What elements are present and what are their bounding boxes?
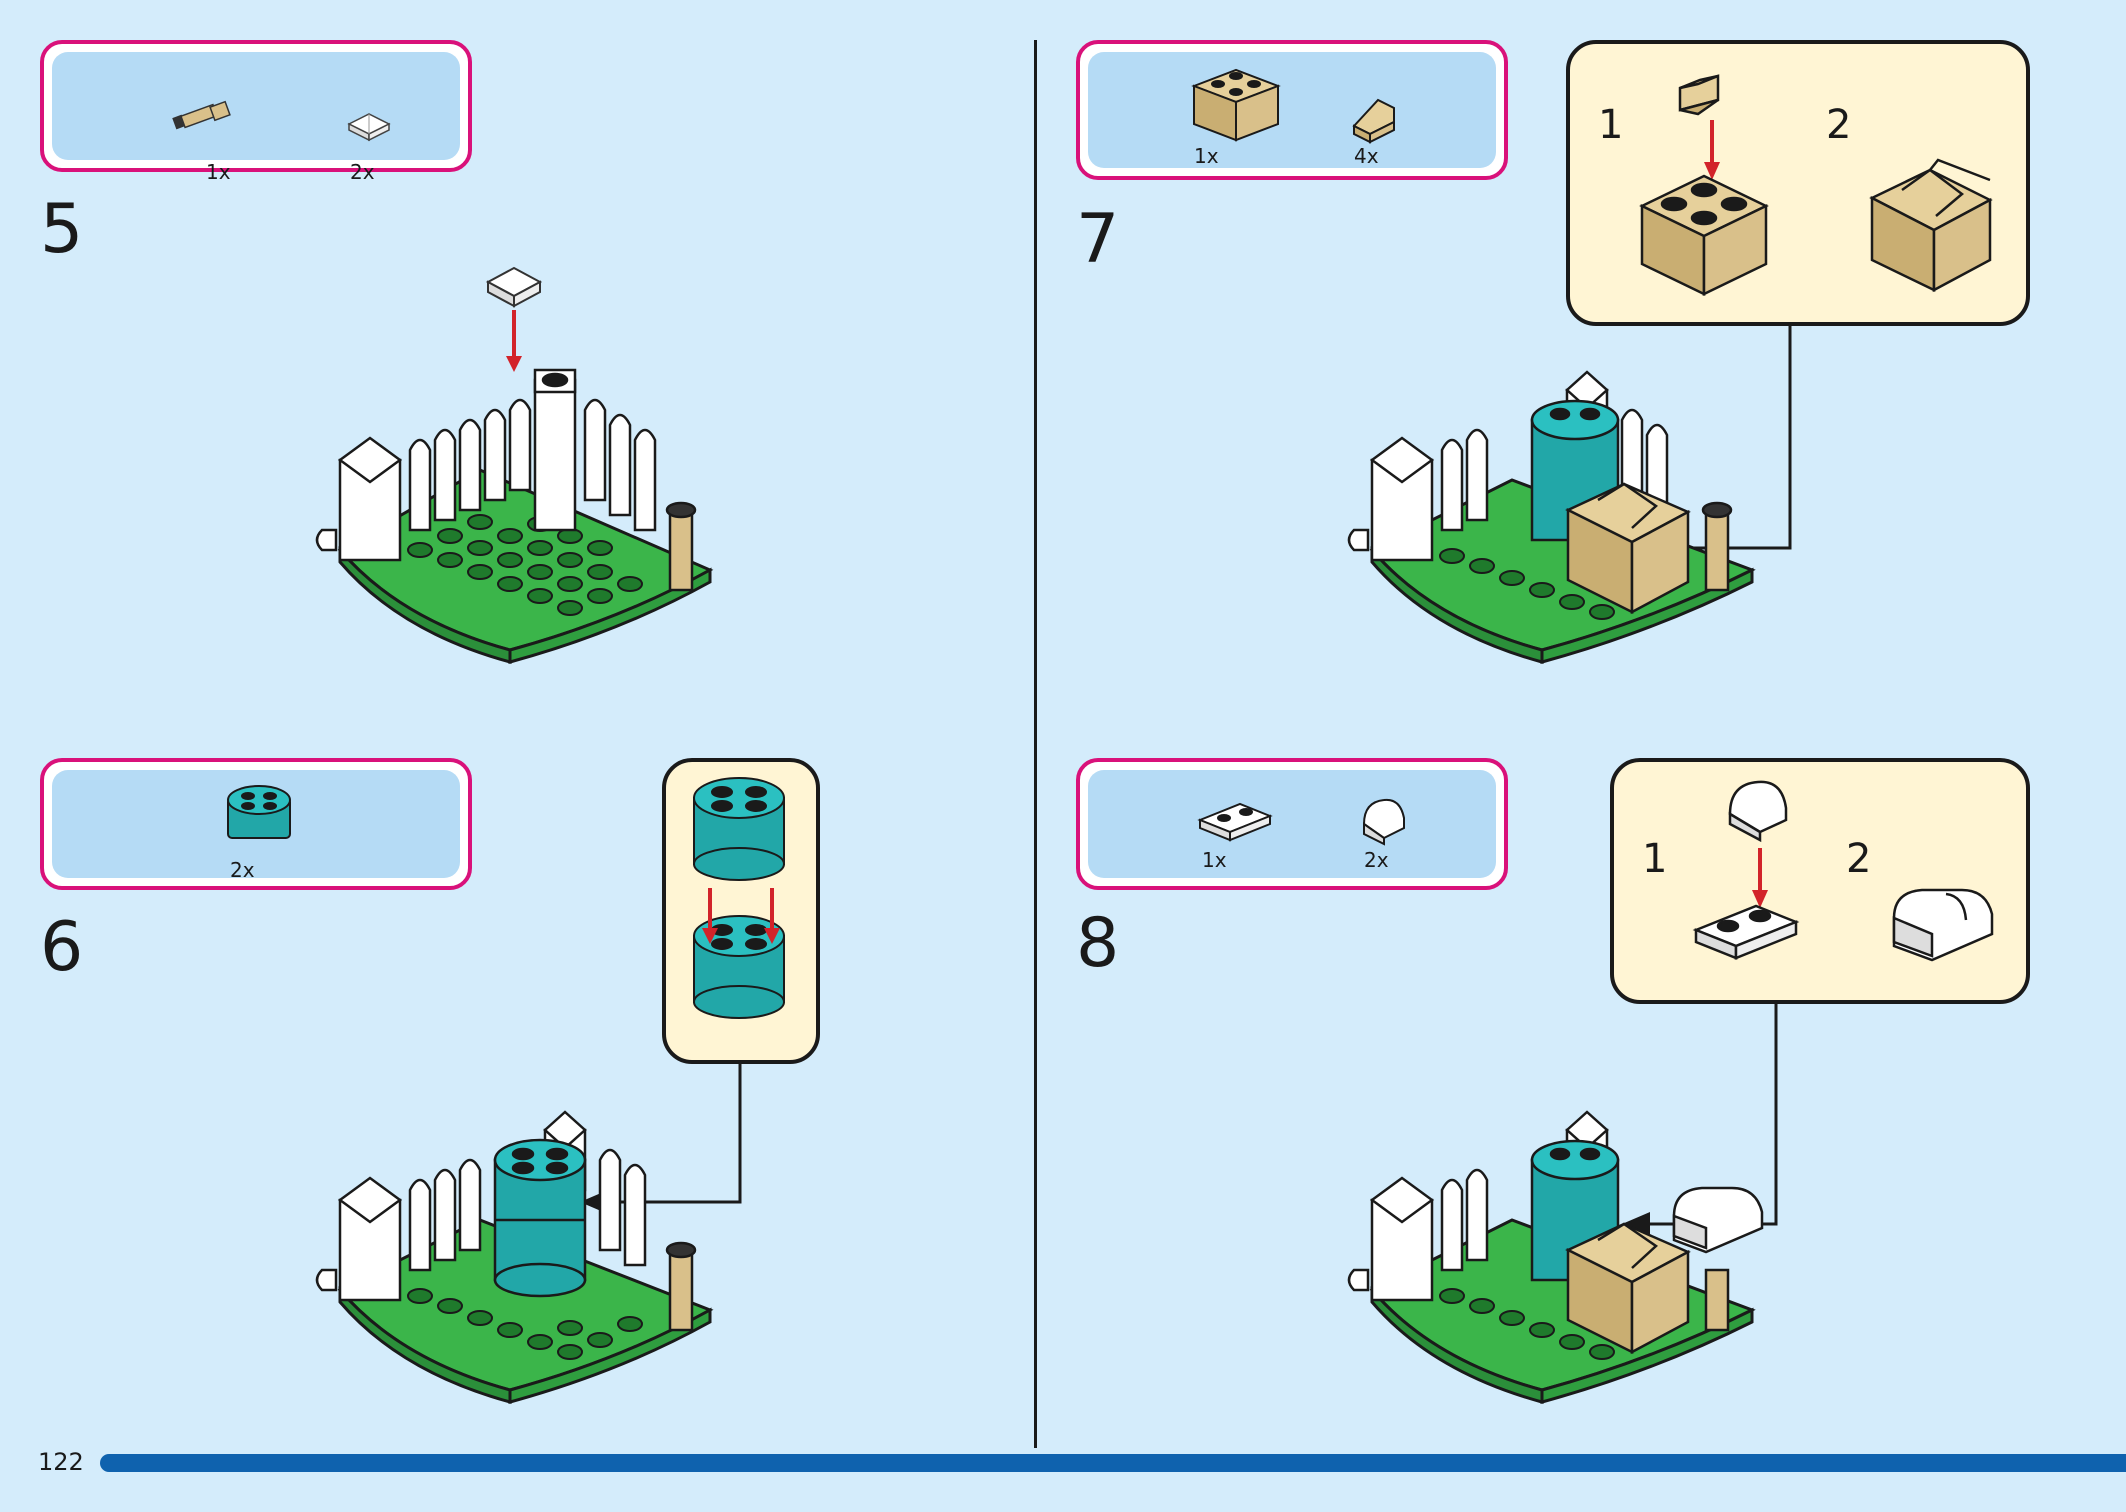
step-8-callout-illustration xyxy=(1692,780,1994,962)
step-8-model-illustration xyxy=(1347,1110,1764,1404)
qty-label: 1x xyxy=(1194,144,1219,168)
qty-label: 1x xyxy=(206,160,231,184)
substep-number: 1 xyxy=(1598,102,1624,148)
step-number: 8 xyxy=(1076,904,1120,983)
parts-box-step-7: 1x 4x xyxy=(1076,40,1508,180)
parts-box-step-6: 2x xyxy=(40,758,472,890)
qty-label: 2x xyxy=(1364,848,1389,872)
page-divider xyxy=(1034,40,1037,1448)
page-number: 122 xyxy=(38,1448,84,1476)
tan-2x2-brick-icon xyxy=(1191,68,1281,142)
substep-number: 2 xyxy=(1846,836,1872,882)
substep-number: 2 xyxy=(1826,102,1852,148)
white-pyramid-tile-icon xyxy=(347,113,391,142)
step-number: 6 xyxy=(40,908,84,987)
parts-box-step-8: 1x 2x xyxy=(1076,758,1508,890)
step-number: 5 xyxy=(40,190,84,269)
step-7-model-illustration xyxy=(1347,370,1756,664)
teal-brick-stack-callout-illustration xyxy=(693,777,785,1019)
footer-bar xyxy=(100,1454,2126,1472)
tan-slope-icon xyxy=(1352,98,1395,144)
qty-label: 2x xyxy=(350,160,375,184)
step-6-model-illustration xyxy=(315,1110,714,1404)
parts-box-step-5: 1x 2x xyxy=(40,40,472,184)
substep-number: 1 xyxy=(1642,836,1668,882)
telescope-piece-icon xyxy=(172,100,231,130)
teal-round-brick-icon xyxy=(227,785,291,839)
step-number: 7 xyxy=(1076,200,1120,279)
qty-label: 1x xyxy=(1202,848,1227,872)
step-5-model-illustration xyxy=(315,266,714,664)
callout-step-8 xyxy=(1610,758,2030,1004)
qty-label: 4x xyxy=(1354,144,1379,168)
white-1x2-plate-icon xyxy=(1197,802,1273,842)
white-curved-slope-icon xyxy=(1362,798,1405,846)
qty-label: 2x xyxy=(230,858,255,882)
step-7-callout-illustration xyxy=(1639,74,1993,296)
